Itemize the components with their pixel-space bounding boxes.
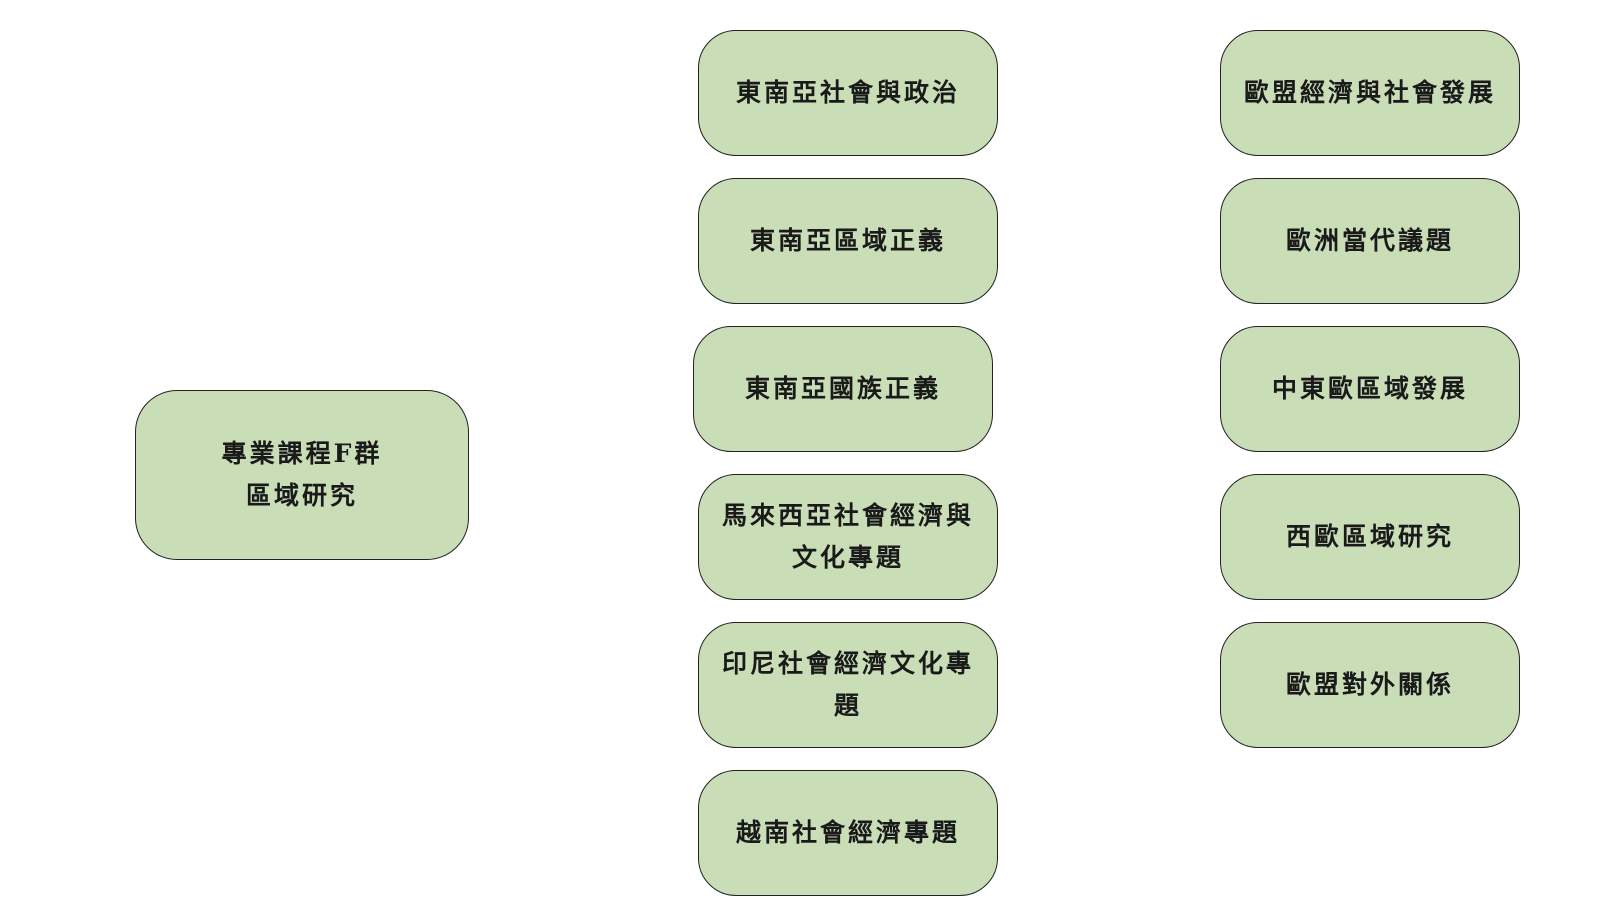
course-node-indonesia-topics: 印尼社會經濟文化專 題	[698, 622, 998, 748]
course-node-central-eastern-europe: 中東歐區域發展	[1220, 326, 1520, 452]
course-node-western-europe: 西歐區域研究	[1220, 474, 1520, 600]
course-label: 東南亞國族正義	[744, 374, 941, 403]
course-node-eu-economy-society: 歐盟經濟與社會發展	[1220, 30, 1520, 156]
course-node-sea-national-justice: 東南亞國族正義	[693, 326, 993, 452]
course-label: 東南亞區域正義	[749, 226, 946, 255]
course-node-sea-society-politics: 東南亞社會與政治	[698, 30, 998, 156]
root-node-line1: 專業課程F群	[221, 439, 383, 468]
course-node-malaysia-topics: 馬來西亞社會經濟與 文化專題	[698, 474, 998, 600]
course-label: 歐盟經濟與社會發展	[1243, 78, 1496, 107]
course-label: 中東歐區域發展	[1271, 374, 1468, 403]
root-node-line2: 區域研究	[245, 481, 358, 510]
root-node-area-studies: 專業課程F群區域研究	[135, 390, 469, 560]
course-label: 印尼社會經濟文化專 題	[721, 649, 974, 720]
course-node-europe-contemporary-issues: 歐洲當代議題	[1220, 178, 1520, 304]
course-label: 西歐區域研究	[1285, 522, 1454, 551]
course-label: 馬來西亞社會經濟與 文化專題	[721, 501, 974, 572]
course-label: 歐洲當代議題	[1285, 226, 1454, 255]
course-label: 越南社會經濟專題	[735, 818, 960, 847]
course-node-vietnam-topics: 越南社會經濟專題	[698, 770, 998, 896]
course-label: 歐盟對外關係	[1285, 670, 1454, 699]
root-node-label: 專業課程F群區域研究	[222, 433, 383, 517]
course-node-sea-regional-justice: 東南亞區域正義	[698, 178, 998, 304]
course-node-eu-external-relations: 歐盟對外關係	[1220, 622, 1520, 748]
course-label: 東南亞社會與政治	[735, 78, 960, 107]
